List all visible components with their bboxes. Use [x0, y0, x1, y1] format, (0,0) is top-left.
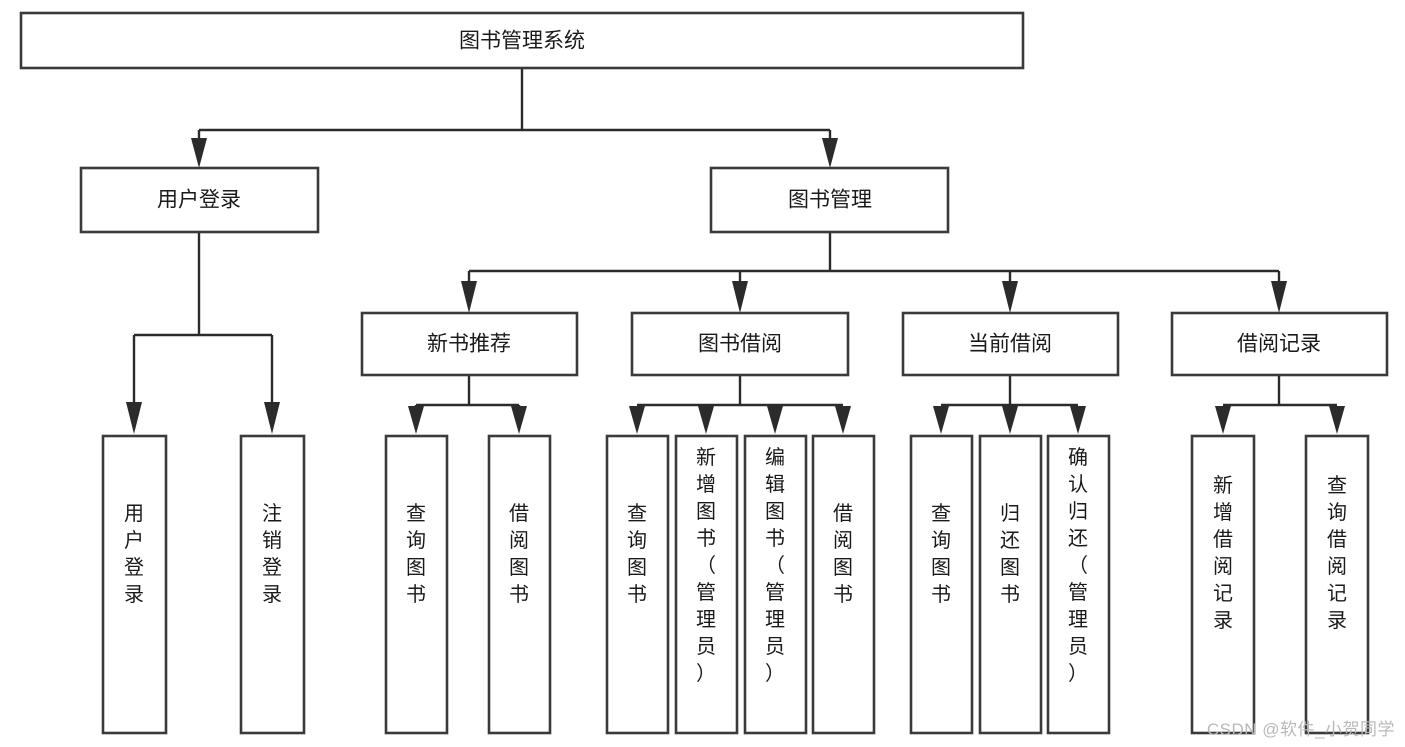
node-borrow-record[interactable]: 借阅记录	[1170, 311, 1389, 377]
leaf-query-record[interactable]: 查询借阅记录	[1304, 434, 1370, 735]
node-book-manage-label: 图书管理	[788, 189, 872, 212]
node-borrow-record-box[interactable]	[1170, 311, 1389, 377]
leaf-query-book-3[interactable]: 查询图书	[909, 434, 974, 735]
arrow-head-book-borrow	[732, 281, 748, 313]
leaf-add-record-label: 新增借阅记录	[1213, 474, 1233, 632]
leaf-borrow-book-2-box[interactable]	[811, 434, 876, 735]
node-root-label: 图书管理系统	[459, 30, 585, 53]
leaf-query-book-2-label: 查询图书	[627, 502, 647, 606]
leaf-borrow-book-2-label: 借阅图书	[833, 502, 853, 606]
node-root-box[interactable]	[19, 11, 1025, 70]
leaf-add-record[interactable]: 新增借阅记录	[1190, 434, 1256, 735]
arrow-head-leaf-logout-login	[264, 402, 280, 434]
leaf-query-book-1[interactable]: 查询图书	[384, 434, 449, 735]
leaf-query-book-3-box[interactable]	[909, 434, 974, 735]
arrow-head-leaf-edit-book	[767, 406, 783, 434]
leaf-logout-login-box[interactable]	[239, 434, 306, 735]
leaf-user-login-label: 用户登录	[124, 503, 144, 606]
leaf-confirm-return[interactable]: 确认归还（管理员）	[1046, 434, 1111, 735]
leaf-logout-login[interactable]: 注销登录	[239, 434, 306, 735]
leaf-query-record-box[interactable]	[1304, 434, 1370, 735]
leaf-query-book-2-box[interactable]	[605, 434, 670, 735]
arrow-head-borrow-record	[1271, 281, 1287, 313]
leaf-edit-book-box[interactable]	[743, 434, 808, 735]
node-user-login-box[interactable]	[79, 166, 320, 234]
node-current-borrow-box[interactable]	[901, 311, 1120, 377]
node-book-borrow[interactable]: 图书借阅	[630, 311, 850, 377]
leaf-edit-book[interactable]: 编辑图书（管理员）	[743, 434, 808, 735]
arrow-head-new-book-recommend	[461, 281, 477, 313]
arrow-head-user-login	[191, 138, 207, 168]
node-book-manage[interactable]: 图书管理	[709, 166, 950, 234]
node-book-borrow-label: 图书借阅	[698, 333, 782, 356]
arrow-head-leaf-query-book-3	[933, 406, 949, 434]
leaf-add-book-label: 新增图书（管理员）	[696, 446, 716, 685]
arrow-head-leaf-query-book-1	[408, 406, 424, 434]
leaf-query-book-1-label: 查询图书	[406, 502, 426, 606]
arrow-head-leaf-add-record	[1215, 406, 1231, 434]
arrow-head-leaf-query-book-2	[629, 406, 645, 434]
arrow-head-leaf-borrow-book-1	[511, 406, 527, 434]
connector-layer	[126, 68, 1345, 434]
leaf-confirm-return-box[interactable]	[1046, 434, 1111, 735]
arrow-head-leaf-return-book	[1002, 406, 1018, 434]
leaf-user-login-box[interactable]	[101, 434, 168, 735]
node-new-book-recommend[interactable]: 新书推荐	[360, 311, 579, 377]
leaf-query-record-label: 查询借阅记录	[1327, 474, 1347, 632]
node-current-borrow-label: 当前借阅	[968, 333, 1052, 356]
leaf-return-book-box[interactable]	[978, 434, 1043, 735]
arrow-head-leaf-add-book	[698, 406, 714, 434]
arrow-head-current-borrow	[1002, 281, 1018, 313]
leaf-confirm-return-label: 确认归还（管理员）	[1068, 446, 1088, 685]
node-new-book-recommend-label: 新书推荐	[427, 333, 511, 356]
leaf-return-book[interactable]: 归还图书	[978, 434, 1043, 735]
leaf-borrow-book-1[interactable]: 借阅图书	[487, 434, 552, 735]
arrow-head-book-manage	[822, 138, 838, 168]
node-root[interactable]: 图书管理系统	[19, 11, 1025, 70]
node-user-login-label: 用户登录	[157, 189, 241, 212]
arrow-head-leaf-borrow-book-2	[835, 406, 851, 434]
node-book-manage-box[interactable]	[709, 166, 950, 234]
leaf-return-book-label: 归还图书	[1000, 502, 1020, 606]
leaf-borrow-book-1-box[interactable]	[487, 434, 552, 735]
leaf-borrow-book-1-label: 借阅图书	[509, 502, 529, 606]
leaf-borrow-book-2[interactable]: 借阅图书	[811, 434, 876, 735]
leaf-logout-login-label: 注销登录	[262, 502, 282, 606]
leaf-add-book[interactable]: 新增图书（管理员）	[674, 434, 739, 735]
arrow-head-leaf-confirm-return	[1070, 406, 1086, 434]
leaf-user-login[interactable]: 用户登录	[101, 434, 168, 735]
arrow-head-leaf-query-record	[1329, 406, 1345, 434]
arrow-head-leaf-user-login	[126, 402, 142, 434]
node-new-book-recommend-box[interactable]	[360, 311, 579, 377]
leaf-add-book-box[interactable]	[674, 434, 739, 735]
leaf-add-record-box[interactable]	[1190, 434, 1256, 735]
leaf-query-book-1-box[interactable]	[384, 434, 449, 735]
node-borrow-record-label: 借阅记录	[1237, 333, 1321, 356]
leaf-query-book-3-label: 查询图书	[931, 502, 951, 606]
leaf-query-book-2[interactable]: 查询图书	[605, 434, 670, 735]
node-user-login[interactable]: 用户登录	[79, 166, 320, 234]
leaf-edit-book-label: 编辑图书（管理员）	[765, 446, 785, 685]
node-book-borrow-box[interactable]	[630, 311, 850, 377]
node-current-borrow[interactable]: 当前借阅	[901, 311, 1120, 377]
